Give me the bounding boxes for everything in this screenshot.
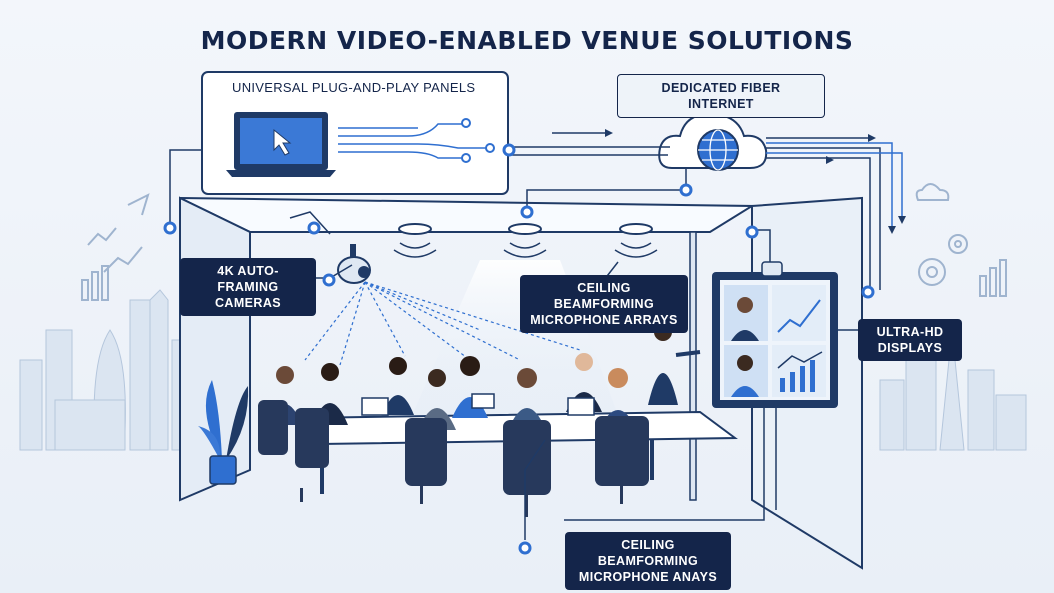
arrow-heads (605, 129, 906, 408)
cloud-globe-icon (658, 112, 768, 171)
cameras-line1: 4K AUTO-FRAMING (217, 264, 279, 294)
displays-line2: DISPLAYS (877, 341, 943, 355)
mics-bottom-line1: CEILING BEAMFORMING (597, 538, 699, 568)
mics-bottom-tag: CEILING BEAMFORMING MICROPHONE ANAYS (565, 532, 731, 590)
camera-framing-lines (304, 281, 581, 366)
fiber-internet-tag: DEDICATED FIBER INTERNET (617, 74, 825, 118)
cameras-tag: 4K AUTO-FRAMING CAMERAS (180, 258, 316, 316)
mic-soundwave-icons (393, 242, 658, 258)
panels-label: UNIVERSAL PLUG-AND-PLAY PANELS (232, 80, 476, 95)
ceiling-mic-pucks (398, 223, 653, 235)
plug-and-play-panel-box (201, 71, 509, 195)
connection-lines (169, 132, 881, 540)
displays-tag: ULTRA-HD DISPLAYS (858, 319, 962, 361)
connector-nodes (163, 143, 875, 555)
table-laptops (361, 393, 595, 416)
ptz-camera (337, 244, 371, 284)
skyline-right (879, 329, 1027, 451)
fiber-internet-text: DEDICATED FIBER INTERNET (661, 81, 781, 111)
mics-top-line1: CEILING BEAMFORMING (553, 281, 655, 311)
office-chairs (258, 400, 649, 517)
mics-top-line2: MICROPHONE ARRAYS (530, 313, 678, 327)
mics-top-tag: CEILING BEAMFORMING MICROPHONE ARRAYS (520, 275, 688, 333)
mics-bottom-line2: MICROPHONE ANAYS (578, 570, 718, 584)
cameras-line2: CAMERAS (215, 296, 281, 310)
ultra-hd-display (712, 261, 838, 408)
displays-line1: ULTRA-HD (876, 325, 944, 339)
page-title: MODERN VIDEO-ENABLED VENUE SOLUTIONS (200, 26, 854, 55)
gear-icon (915, 183, 1007, 297)
fiber-lines (766, 142, 903, 230)
growth-chart-icon (81, 193, 150, 301)
potted-plant (198, 380, 249, 485)
